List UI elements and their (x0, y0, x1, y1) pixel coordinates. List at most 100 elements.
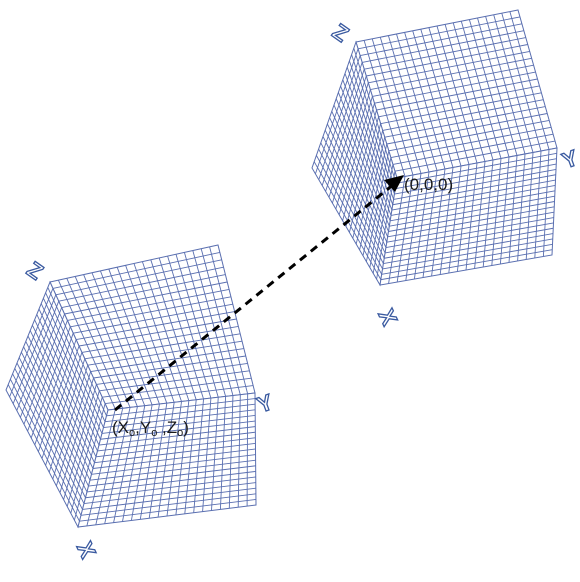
far-top-grid-line (460, 21, 502, 159)
far-cube-x-axis-label: X (374, 305, 403, 329)
near-right-grid-line (79, 498, 257, 522)
near-left-grid-line (7, 384, 80, 522)
near-origin-sub: o (129, 427, 135, 439)
far-top-grid-line (509, 11, 550, 150)
near-origin-part: ,Z (157, 418, 177, 437)
near-right-grid-line (80, 493, 256, 516)
far-left-grid-line (369, 157, 392, 268)
far-top-grid-line (501, 13, 542, 152)
far-top-grid-line (477, 17, 518, 156)
far-left-grid-line (355, 130, 384, 245)
near-left-grid-line (63, 384, 97, 500)
far-top-grid-line (392, 133, 554, 165)
far-right-grid-line (381, 243, 553, 275)
cube-near-right-face (77, 392, 257, 528)
near-left-grid-line (52, 365, 89, 480)
far-top-grid-line (493, 14, 534, 153)
far-left-grid-line (376, 171, 396, 280)
far-right-grid-line (386, 211, 555, 243)
far-right-grid-line (491, 158, 502, 266)
far-right-grid-line (380, 249, 553, 281)
far-left-grid-line (331, 111, 389, 238)
near-top-grid-line (90, 348, 244, 373)
near-left-grid-line (14, 368, 85, 504)
near-top-grid-line (141, 261, 190, 401)
near-top-grid-line (192, 250, 234, 396)
far-right-grid-line (384, 227, 554, 259)
near-right-grid-line (211, 397, 219, 511)
far-left-grid-line (333, 104, 389, 232)
near-top-grid-line (78, 318, 237, 347)
far-right-grid-line (517, 153, 526, 262)
far-left-grid-line (322, 136, 385, 259)
near-right-grid-line (193, 398, 204, 513)
near-top-grid-line (209, 246, 249, 394)
near-right-grid-line (92, 448, 256, 469)
near-top-grid-line (93, 355, 246, 379)
cube-far-top-face (355, 9, 558, 179)
near-top-grid-line (175, 254, 219, 398)
far-top-grid-line (390, 126, 552, 159)
far-left-grid-line (365, 150, 390, 262)
near-left-grid-line (27, 335, 94, 469)
far-right-grid-line (525, 152, 534, 260)
near-origin-sub: o (151, 427, 157, 439)
far-top-grid-line (444, 24, 486, 162)
near-top-grid-line (167, 255, 212, 399)
near-top-grid-line (99, 370, 250, 392)
far-top-grid-line (378, 85, 540, 118)
near-left-grid-line (48, 358, 86, 473)
near-left-grid-line (16, 362, 86, 498)
cube-near-top-face (49, 244, 256, 411)
far-right-grid-line (385, 222, 554, 254)
far-right-grid-line (508, 155, 518, 263)
far-top-grid-line (386, 113, 548, 145)
near-right-grid-line (83, 482, 256, 505)
near-right-grid-line (89, 459, 256, 481)
far-right-grid-line (542, 149, 550, 257)
cube-far-right-face (379, 147, 558, 286)
far-right-grid-line (499, 156, 510, 265)
displacement-arrow-line (114, 182, 395, 412)
far-top-grid-line (380, 92, 542, 125)
far-left-grid-line (318, 148, 383, 270)
near-top-grid-line (105, 385, 254, 405)
near-top-grid-line (96, 362, 248, 385)
far-top-grid-line (382, 99, 544, 131)
far-cube-y-axis-label: Y (559, 145, 580, 174)
cube-near-left-face (5, 280, 109, 529)
near-left-grid-line (23, 346, 91, 481)
near-cube-origin-label: (Xo,Yo ,Zo) (112, 418, 189, 439)
far-top-grid-line (485, 16, 526, 155)
near-left-grid-line (18, 357, 88, 493)
far-right-grid-line (388, 201, 555, 232)
near-right-grid-line (228, 395, 234, 509)
near-left-grid-line (12, 373, 83, 510)
near-top-grid-line (150, 259, 197, 400)
far-top-grid-line (394, 140, 556, 172)
far-top-grid-line (388, 119, 550, 152)
near-left-grid-line (55, 371, 92, 487)
far-left-grid-line (320, 142, 384, 264)
far-right-grid-line (383, 233, 554, 265)
near-cube-z-axis-label: Z (22, 256, 47, 284)
near-cube-y-axis-label: Y (254, 389, 277, 418)
near-right-grid-line (85, 476, 256, 499)
far-left-grid-line (316, 155, 383, 275)
far-cube-z-axis-label: Z (328, 19, 353, 47)
cube-far (311, 9, 558, 287)
near-origin-sub: o (177, 427, 183, 439)
far-top-grid-line (452, 22, 494, 161)
near-top-grid-line (81, 325, 239, 353)
far-right-grid-line (482, 159, 494, 268)
far-top-grid-line (468, 19, 510, 158)
far-right-grid-line (474, 161, 486, 269)
near-right-grid-line (184, 399, 197, 514)
near-right-grid-line (219, 396, 227, 510)
near-left-grid-line (20, 351, 89, 487)
far-right-grid-line (382, 238, 553, 270)
far-left-grid-line (329, 117, 388, 243)
displacement-arrow-head (384, 175, 404, 192)
